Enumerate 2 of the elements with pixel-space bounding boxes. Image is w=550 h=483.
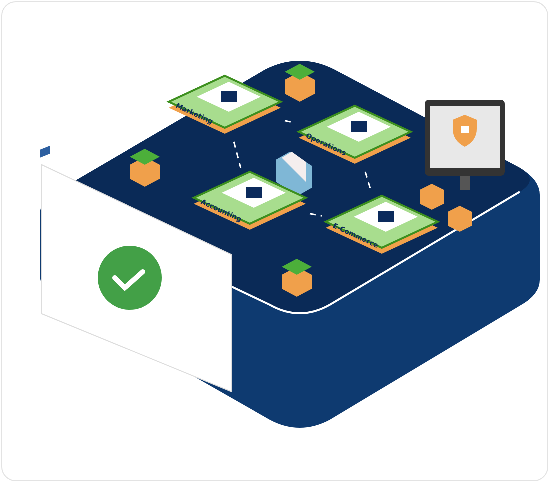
- dashed-connector: [310, 213, 322, 217]
- dashed-connector: [233, 142, 242, 168]
